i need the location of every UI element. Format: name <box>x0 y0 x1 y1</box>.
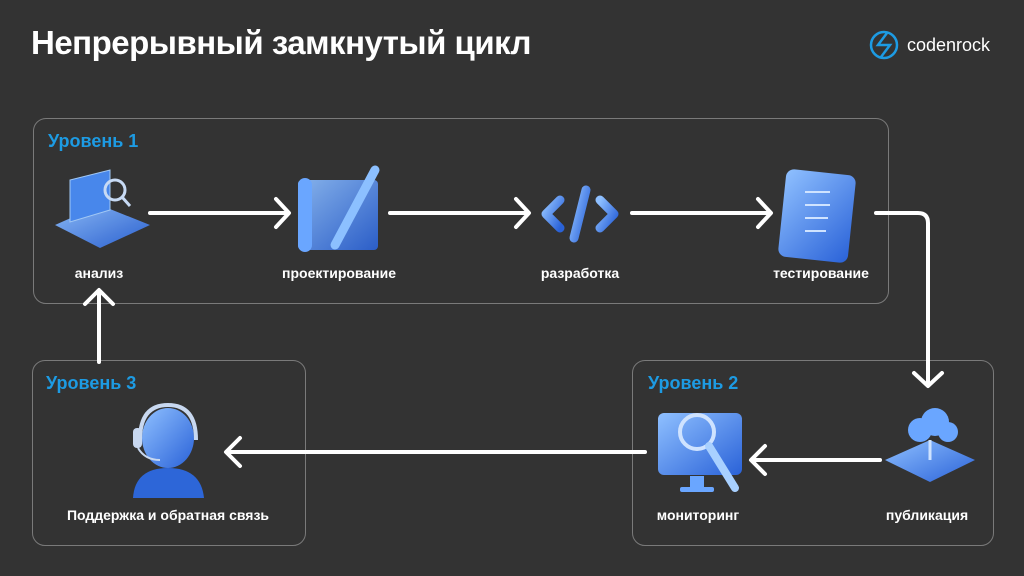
logo-text: codenrock <box>907 34 991 55</box>
publication-cloud-icon <box>885 408 975 482</box>
arrow-design-to-development <box>388 197 531 229</box>
step-design: проектирование <box>282 265 396 281</box>
step-analysis: анализ <box>74 265 124 281</box>
logo: codenrock <box>869 30 990 60</box>
step-monitoring: мониторинг <box>656 507 740 523</box>
arrow-publication-to-monitoring <box>749 444 882 476</box>
level-3-title: Уровень 3 <box>46 373 137 393</box>
arrow-support-to-analysis <box>83 288 115 364</box>
step-development: разработка <box>540 265 620 281</box>
design-blueprint-icon <box>298 165 380 252</box>
code-brackets-icon <box>541 185 619 243</box>
analysis-laptop-icon <box>55 169 150 248</box>
page-title: Непрерывный замкнутый цикл <box>31 24 532 61</box>
monitoring-screen-icon <box>658 413 742 492</box>
step-publication: публикация <box>885 507 969 523</box>
testing-checklist-icon <box>778 169 856 263</box>
arrow-testing-to-publication <box>874 211 944 388</box>
step-support: Поддержка и обратная связь <box>66 507 270 523</box>
arrow-monitoring-to-support <box>224 436 647 468</box>
step-testing: тестирование <box>773 265 869 281</box>
arrow-development-to-testing <box>630 197 773 229</box>
arrow-analysis-to-design <box>148 197 291 229</box>
codenrock-logo-icon <box>869 30 899 60</box>
support-headset-icon <box>133 402 204 498</box>
level-1-title: Уровень 1 <box>48 131 139 151</box>
level-2-title: Уровень 2 <box>648 373 739 393</box>
